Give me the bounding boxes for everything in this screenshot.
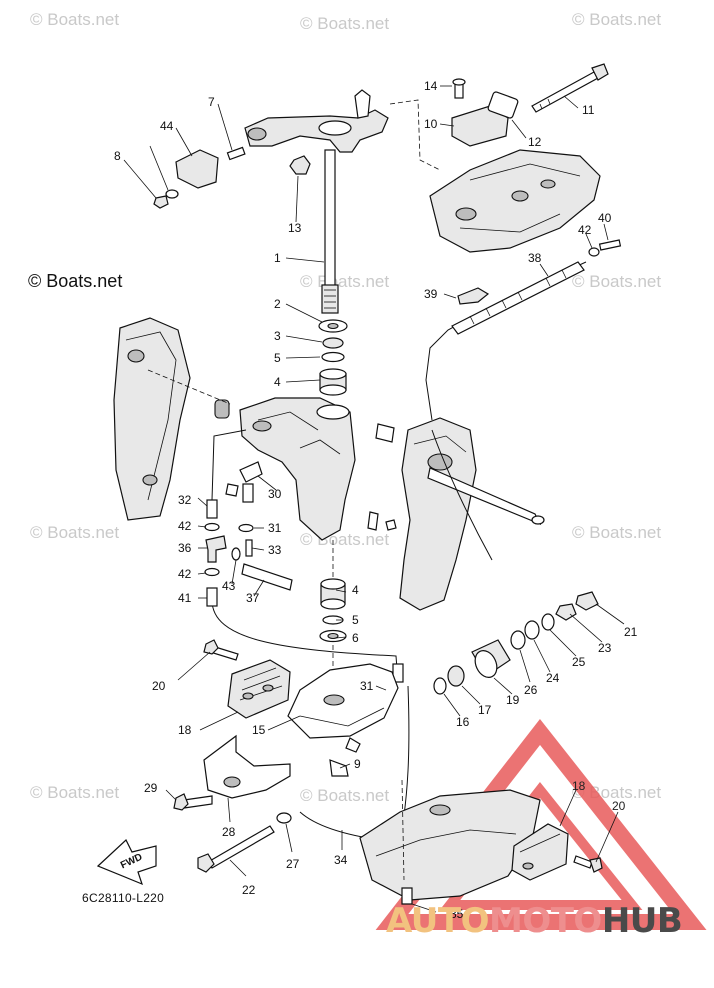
callout-37: 37 — [246, 591, 260, 605]
callout-18: 18 — [178, 723, 192, 737]
callout-10: 10 — [424, 117, 438, 131]
steering-shaft — [321, 149, 339, 314]
callout-4: 4 — [274, 375, 281, 389]
callout-32: 32 — [178, 493, 192, 507]
callout-21: 21 — [624, 625, 638, 639]
small-fasteners-top — [153, 146, 311, 209]
shaft-lower-stack — [319, 540, 347, 690]
callout-17: 17 — [478, 703, 492, 717]
brand-part-2: MOTO — [488, 901, 602, 941]
long-bolt-11 — [531, 63, 609, 113]
clamp-fitting — [451, 78, 519, 147]
callout-16: 16 — [456, 715, 470, 729]
watermark: © Boats.net — [30, 10, 120, 29]
callout-42: 42 — [178, 567, 192, 581]
callout-24: 24 — [546, 671, 560, 685]
callout-42: 42 — [178, 519, 192, 533]
callout-42: 43 — [222, 579, 236, 593]
callout-19: 19 — [506, 693, 520, 707]
callout-27: 27 — [286, 857, 300, 871]
callout-40: 40 — [598, 211, 612, 225]
watermark: © Boats.net — [30, 523, 120, 542]
watermark: © Boats.net — [572, 10, 662, 29]
watermark: © Boats.net — [300, 786, 390, 805]
callout-31: 31 — [360, 679, 374, 693]
callout-28: 28 — [222, 825, 236, 839]
watermark: © Boats.net — [30, 783, 120, 802]
callout-30: 30 — [268, 487, 282, 501]
callout-26: 26 — [524, 683, 538, 697]
callout-3: 3 — [274, 329, 281, 343]
callout-22: 22 — [242, 883, 256, 897]
callout-38: 38 — [528, 251, 542, 265]
bolt-22 — [197, 812, 292, 873]
callout-34: 34 — [334, 853, 348, 867]
rear-mount-damper-stack — [433, 591, 599, 695]
shaft-upper-stack — [318, 319, 348, 396]
hose-routing — [204, 429, 410, 861]
callout-31: 31 — [268, 521, 282, 535]
upper-mount-plate — [389, 99, 601, 253]
callout-4: 4 — [352, 583, 359, 597]
callout-29: 29 — [144, 781, 158, 795]
callout-6: 6 — [352, 631, 359, 645]
forward-arrow: FWD — [96, 839, 157, 886]
watermark: © Boats.net — [300, 14, 390, 33]
callout-5: 5 — [274, 351, 281, 365]
callout-11: 11 — [582, 103, 595, 117]
mount-cover-left — [227, 659, 291, 719]
callout-35: 35 — [450, 907, 464, 921]
callout-42: 42 — [578, 223, 592, 237]
callout-25: 25 — [572, 655, 586, 669]
leader-lines — [123, 85, 625, 913]
watermark: © Boats.net — [572, 523, 662, 542]
diagram-code: 6C28110-L220 — [82, 891, 165, 905]
brand-part-3: HUB — [601, 901, 683, 941]
callout-41: 41 — [178, 591, 192, 605]
callout-20: 20 — [612, 799, 626, 813]
clamp-bracket-right — [399, 417, 545, 611]
callout-23: 23 — [598, 641, 612, 655]
callout-14: 14 — [424, 79, 438, 93]
callout-12: 12 — [528, 135, 542, 149]
callout-2: 2 — [274, 297, 281, 311]
callout-20: 20 — [152, 679, 166, 693]
callout-18: 18 — [572, 779, 586, 793]
copyright-text: © Boats.net — [28, 271, 123, 291]
callout-13: 13 — [288, 221, 302, 235]
clamp-bracket-left — [113, 317, 231, 521]
lower-case — [359, 779, 541, 905]
callout-33: 33 — [268, 543, 282, 557]
watermark: © Boats.net — [572, 272, 662, 291]
bolt-20-left — [203, 639, 239, 661]
lower-cover — [173, 734, 291, 811]
lower-mount-bracket — [287, 663, 399, 753]
mount-cover-right — [329, 759, 603, 881]
callout-36: 36 — [178, 541, 192, 555]
steering-arm — [244, 89, 389, 153]
callout-9: 9 — [354, 757, 361, 771]
brand-wordmark: AUTOMOTOHUB — [386, 901, 683, 941]
callout-15: 15 — [252, 723, 266, 737]
swivel-bracket — [214, 397, 395, 541]
callout-8: 8 — [114, 149, 121, 163]
callout-43: 44 — [160, 119, 174, 133]
callout-labels: 1 2 3 4 4 5 5 6 7 8 9 10 11 12 13 14 15 … — [114, 79, 638, 921]
control-cable — [425, 239, 622, 561]
callout-39: 39 — [424, 287, 438, 301]
brand-part-1: AUTO — [386, 901, 489, 941]
callout-7: 7 — [208, 95, 215, 109]
callout-1: 1 — [274, 251, 281, 265]
callout-5: 5 — [352, 613, 359, 627]
